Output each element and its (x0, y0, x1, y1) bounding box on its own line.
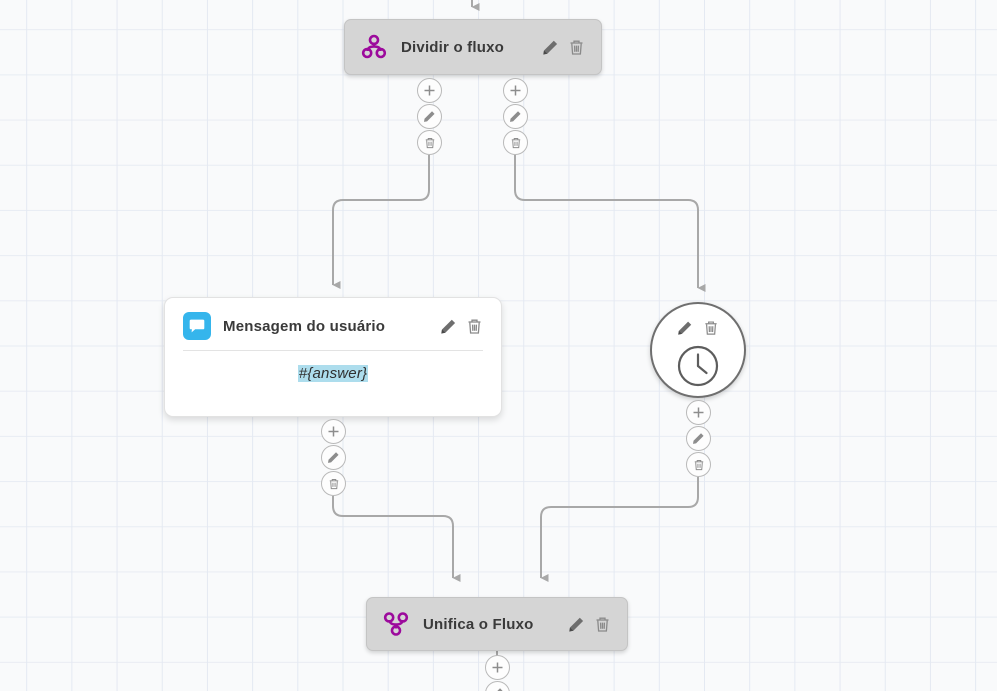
add-button[interactable] (485, 655, 510, 680)
connector-buttons-split-left[interactable] (417, 78, 442, 155)
clock-icon (652, 344, 744, 388)
delete-button[interactable] (503, 130, 528, 155)
edit-button[interactable] (485, 681, 510, 691)
node-message-body: #{answer} (165, 351, 501, 401)
edit-button[interactable] (686, 426, 711, 451)
node-message-divider (183, 350, 483, 351)
delete-icon[interactable] (568, 39, 585, 56)
delete-button[interactable] (417, 130, 442, 155)
node-delay-actions[interactable] (652, 320, 744, 337)
node-merge-actions[interactable] (568, 616, 611, 633)
add-button[interactable] (503, 78, 528, 103)
message-variable-token[interactable]: #{answer} (297, 365, 369, 382)
connector-buttons-delay[interactable] (686, 400, 711, 477)
delete-icon[interactable] (466, 318, 483, 335)
node-split-actions[interactable] (542, 39, 585, 56)
merge-flow-icon (383, 611, 409, 637)
chat-bubble-icon (183, 312, 211, 340)
edit-button[interactable] (321, 445, 346, 470)
edit-button[interactable] (417, 104, 442, 129)
delete-button[interactable] (321, 471, 346, 496)
add-button[interactable] (321, 419, 346, 444)
connector-buttons-split-right[interactable] (503, 78, 528, 155)
edge-split-to-delay (514, 155, 706, 292)
delete-button[interactable] (686, 452, 711, 477)
edit-icon[interactable] (677, 320, 694, 337)
edge-message-to-merge (332, 496, 461, 582)
node-message-title: Mensagem do usuário (223, 317, 386, 335)
connector-buttons-merge[interactable] (485, 655, 510, 691)
connector-buttons-message[interactable] (321, 419, 346, 496)
node-merge-title: Unifica o Fluxo (423, 615, 534, 633)
node-split-title: Dividir o fluxo (401, 38, 505, 56)
node-message-actions[interactable] (440, 318, 483, 335)
node-merge-flow[interactable]: Unifica o Fluxo (366, 597, 628, 651)
node-user-message[interactable]: Mensagem do usuário (164, 297, 502, 417)
node-message-header: Mensagem do usuário (165, 298, 501, 350)
node-delay[interactable] (650, 302, 746, 398)
add-button[interactable] (417, 78, 442, 103)
add-button[interactable] (686, 400, 711, 425)
split-flow-icon (361, 34, 387, 60)
edit-button[interactable] (503, 104, 528, 129)
edit-icon[interactable] (568, 616, 585, 633)
edge-split-to-message (332, 155, 430, 289)
delete-icon[interactable] (703, 320, 720, 337)
delete-icon[interactable] (594, 616, 611, 633)
edit-icon[interactable] (440, 318, 457, 335)
node-split-flow[interactable]: Dividir o fluxo (344, 19, 602, 75)
edit-icon[interactable] (542, 39, 559, 56)
edge-delay-to-merge (540, 477, 699, 582)
